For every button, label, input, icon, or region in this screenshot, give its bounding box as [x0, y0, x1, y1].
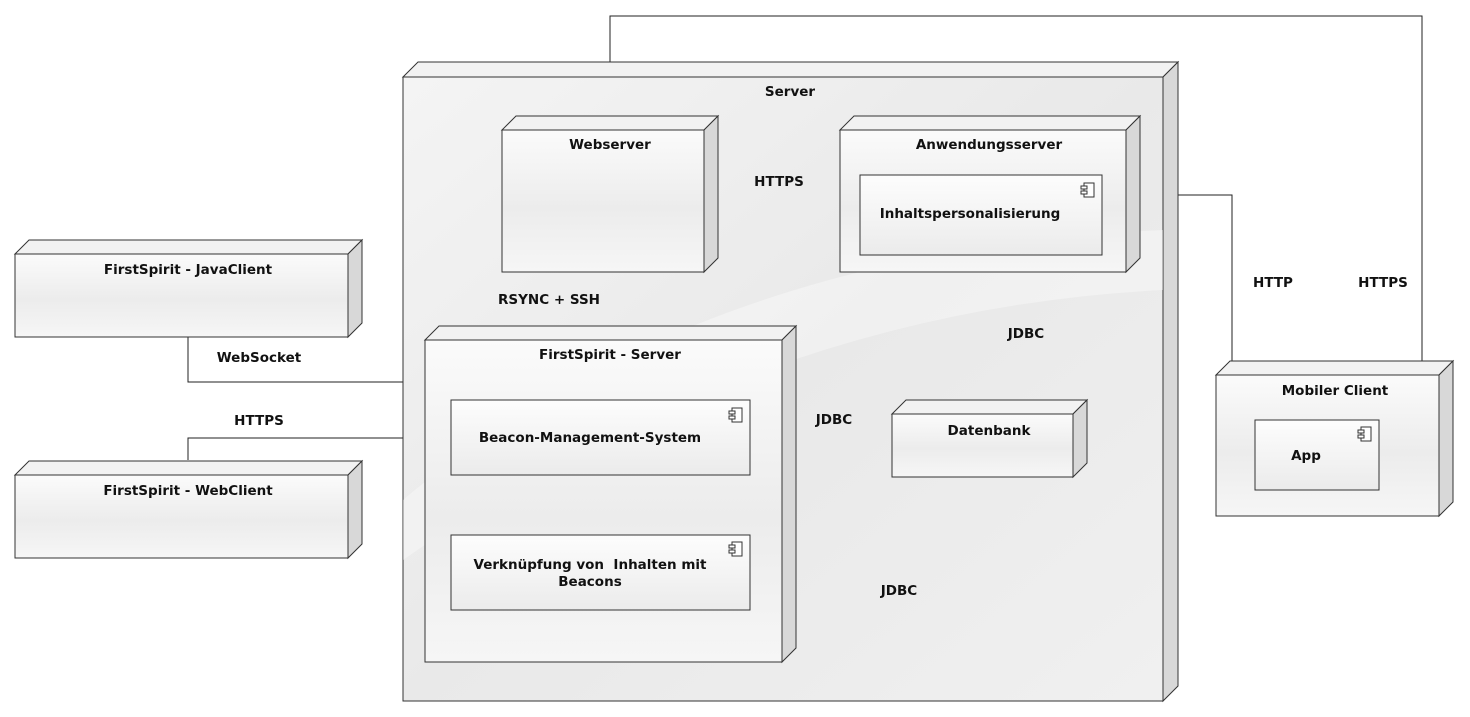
- edge-labels: HTTPS RSYNC + SSH JDBC JDBC JDBC WebSock…: [217, 174, 1408, 599]
- edge-label-anw-to-app: HTTP: [1253, 275, 1293, 291]
- node-webclient[interactable]: FirstSpirit - WebClient: [13, 459, 364, 560]
- edge-label-javaclient-to-fs: WebSocket: [217, 350, 302, 366]
- edge-javaclient-to-fs: [187, 337, 425, 383]
- component-icon: [728, 541, 743, 557]
- node-firstspirit-server[interactable]: FirstSpirit - Server: [423, 324, 798, 664]
- node-datenbank[interactable]: Datenbank: [890, 398, 1089, 479]
- node-javaclient[interactable]: FirstSpirit - JavaClient: [13, 238, 364, 339]
- edge-label-web-to-anw: HTTPS: [754, 174, 804, 190]
- app-label: App: [1291, 448, 1321, 464]
- verknuepfung-label-line1: Verknüpfung von Inhalten mit: [474, 557, 708, 573]
- verknuepfung-label-line2: Beacons: [558, 574, 621, 590]
- webserver-label: Webserver: [569, 137, 651, 153]
- mobiler-client-label: Mobiler Client: [1282, 383, 1389, 399]
- datenbank-label: Datenbank: [948, 423, 1032, 439]
- component-beacon-management[interactable]: Beacon-Management-System: [450, 399, 751, 476]
- component-inhaltspersonalisierung[interactable]: Inhaltspersonalisierung: [859, 174, 1103, 256]
- edge-label-web-to-fs: RSYNC + SSH: [498, 292, 600, 308]
- component-verknuepfung[interactable]: Verknüpfung von Inhalten mit Beacons: [450, 534, 751, 611]
- component-app[interactable]: App: [1254, 419, 1380, 491]
- edge-label-anw-to-db: JDBC: [1007, 326, 1045, 342]
- server-label: Server: [765, 84, 815, 100]
- edge-webclient-to-fs: [187, 437, 425, 460]
- anwendungsserver-label: Anwendungsserver: [916, 137, 1063, 153]
- component-icon: [1080, 182, 1095, 198]
- javaclient-label: FirstSpirit - JavaClient: [104, 262, 273, 278]
- node-webserver[interactable]: Webserver: [500, 114, 720, 274]
- edge-label-bms-to-db: JDBC: [815, 412, 853, 428]
- edge-label-verk-to-db: JDBC: [880, 583, 918, 599]
- firstspirit-server-label: FirstSpirit - Server: [539, 347, 681, 363]
- inhaltspersonalisierung-label: Inhaltspersonalisierung: [880, 206, 1061, 222]
- edge-label-webclient-to-fs: HTTPS: [234, 413, 284, 429]
- webclient-label: FirstSpirit - WebClient: [103, 483, 273, 499]
- edge-label-web-to-app: HTTPS: [1358, 275, 1408, 291]
- beacon-management-label: Beacon-Management-System: [479, 430, 701, 446]
- component-icon: [728, 407, 743, 423]
- component-icon: [1357, 426, 1372, 442]
